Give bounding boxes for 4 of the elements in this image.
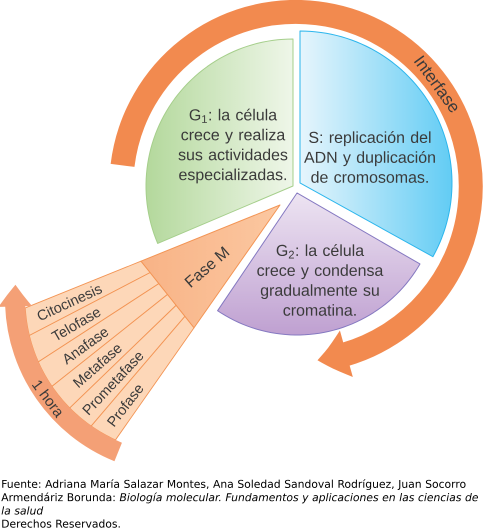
curved-arrow	[110, 0, 483, 374]
curved-arrow	[1, 286, 122, 462]
copyright-note: Derechos Reservados.	[2, 519, 120, 528]
source-caption: Fuente: Adriana María Salazar Montes, Ana Soledad Sandoval Rodríguez, Juan Socorro Armendáriz Borunda: Biología molecular. Fundamentos y aplicaciones en las ciencias de la salud	[1, 479, 478, 515]
